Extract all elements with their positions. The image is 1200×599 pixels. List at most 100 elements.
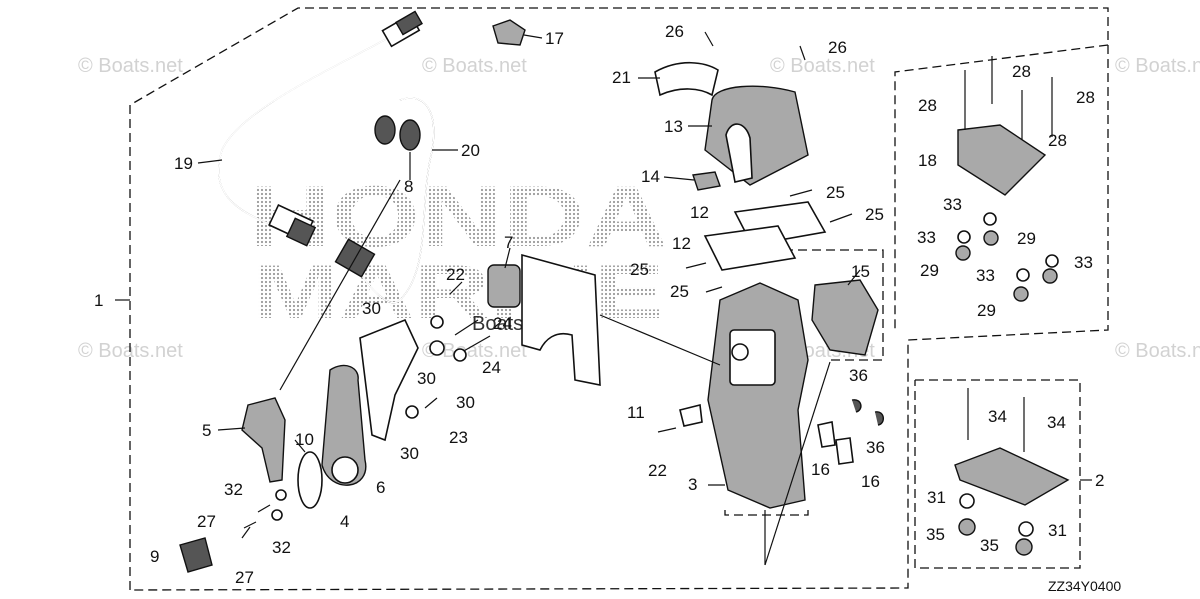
frame-kit-2 [914, 379, 1081, 569]
callout: 30 [417, 369, 436, 388]
callout: 29 [920, 261, 939, 280]
callout: 20 [461, 141, 480, 160]
callout: 26 [665, 22, 684, 41]
long-bolts [964, 56, 1053, 140]
arm-bore [331, 456, 359, 484]
callout: 30 [400, 444, 419, 463]
brand-mark-honda: HONDA [248, 169, 668, 265]
callout: 28 [1048, 131, 1067, 150]
frame-right [129, 45, 1109, 591]
control-box-housing [707, 282, 809, 509]
callout: 28 [918, 96, 937, 115]
gasket [521, 253, 601, 386]
brand-mark-marine: MARINE [252, 250, 664, 335]
callout: 34 [988, 407, 1007, 426]
callout: 25 [630, 260, 649, 279]
clip-36a [851, 399, 862, 413]
wire-harness [217, 10, 423, 247]
upper-cover [704, 85, 809, 186]
callout: 21 [612, 68, 631, 87]
rubber-seal [487, 264, 521, 308]
nuts-and-washers [955, 212, 1059, 302]
assembly-frames [129, 7, 1109, 591]
screws [241, 31, 853, 539]
callout: 30 [456, 393, 475, 412]
callout: 8 [404, 177, 413, 196]
callout: 25 [670, 282, 689, 301]
frame-part-15 [770, 249, 884, 361]
callout: 29 [1017, 229, 1036, 248]
diagram-code: ZZ34Y0400 [1048, 578, 1121, 594]
clip [692, 171, 721, 191]
callout: 24 [493, 314, 512, 333]
callout: 22 [446, 265, 465, 284]
callout: 7 [504, 233, 513, 252]
callout: 35 [980, 536, 999, 555]
callout: 4 [340, 512, 349, 531]
gasket-kit-2 [954, 447, 1070, 506]
control-arm [321, 364, 367, 486]
frame-part-3 [724, 505, 809, 516]
washer-10 [297, 451, 323, 509]
callout: 15 [851, 262, 870, 281]
callout: 16 [811, 460, 830, 479]
frame-main [129, 7, 1109, 590]
callout: 32 [224, 480, 243, 499]
callout: 29 [977, 301, 996, 320]
callout: 33 [1074, 253, 1093, 272]
lever [359, 318, 419, 442]
callout: 6 [376, 478, 385, 497]
callout: 12 [690, 203, 709, 222]
callout: 22 [648, 461, 667, 480]
callout: 30 [362, 299, 381, 318]
callout: 36 [849, 366, 868, 385]
callout: 31 [1048, 521, 1067, 540]
watermark: © Boats.net [422, 55, 527, 77]
side-cover [811, 279, 879, 356]
small-washers [271, 315, 467, 521]
clip-36b [874, 411, 884, 426]
callout: 5 [202, 421, 211, 440]
grommet-9 [179, 537, 213, 573]
callout: 28 [1012, 62, 1031, 81]
callout: 1 [94, 291, 103, 310]
neutral-switch-bracket [241, 397, 286, 483]
watermark: © Boats.net [770, 55, 875, 77]
callout-numbers: 1 2 3 4 5 6 7 8 9 10 11 12 12 13 14 15 1… [94, 22, 1104, 587]
callout: 14 [641, 167, 660, 186]
callout: 17 [545, 29, 564, 48]
callout: 3 [688, 475, 697, 494]
callout: 27 [197, 512, 216, 531]
gasket-18 [957, 124, 1047, 196]
callout: 27 [235, 568, 254, 587]
callout: 34 [1047, 413, 1066, 432]
rubber-grommet [374, 115, 421, 151]
callout: 19 [174, 154, 193, 173]
callout: 28 [1076, 88, 1095, 107]
callout: 35 [926, 525, 945, 544]
watermark: © Boats.net [422, 340, 527, 362]
callout: 26 [828, 38, 847, 57]
watermark: © Boats.net [78, 55, 183, 77]
washer-31b [1018, 521, 1034, 537]
cover-strip [654, 61, 719, 97]
callout: 10 [295, 430, 314, 449]
callout: 33 [976, 266, 995, 285]
callout: 2 [1095, 471, 1104, 490]
leader-lines [115, 34, 1092, 566]
nut-35a [958, 518, 976, 536]
callout: 18 [918, 151, 937, 170]
callout: 24 [482, 358, 501, 377]
watermark: © Boats.net [1115, 55, 1200, 77]
clamp-16a [817, 421, 836, 448]
plate-lower [703, 225, 797, 271]
callout: 12 [672, 234, 691, 253]
washer-31a [959, 493, 975, 509]
callout: 16 [861, 472, 880, 491]
clamp-16b [835, 437, 854, 465]
callout: 25 [865, 205, 884, 224]
callout: 9 [150, 547, 159, 566]
watermark: © Boats.net [1115, 340, 1200, 362]
